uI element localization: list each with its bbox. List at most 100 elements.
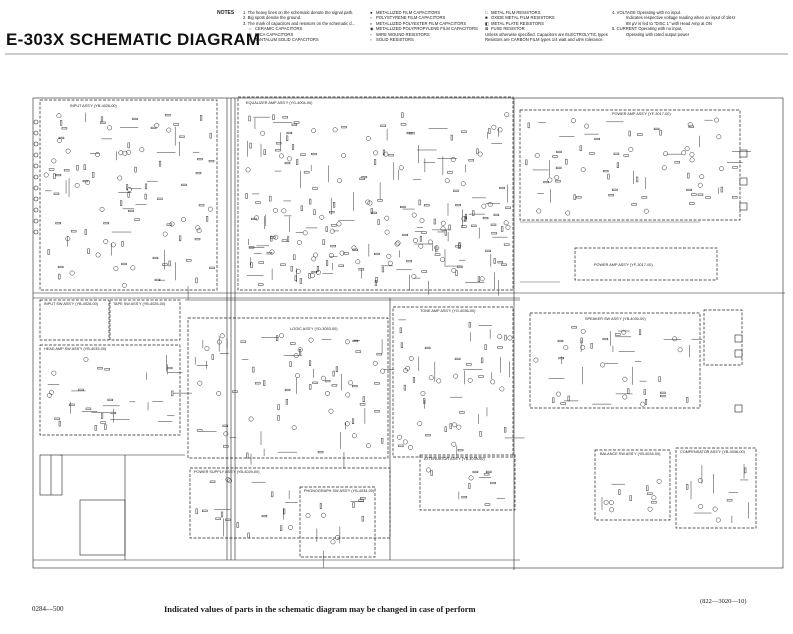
- resistor-mark: [455, 270, 458, 276]
- transistor-mark: [302, 230, 308, 236]
- resistor-mark: [493, 213, 500, 216]
- resistor-mark: [331, 224, 337, 227]
- resistor-mark: [457, 265, 463, 268]
- legend-item: FUSE RESISTOR: [491, 26, 525, 32]
- transistor-mark: [699, 174, 705, 180]
- resistor-mark: [374, 159, 377, 165]
- resistor-mark: [613, 152, 620, 155]
- transistor-mark: [453, 373, 459, 379]
- resistor-mark: [58, 273, 61, 280]
- note-item: 3. The mark of capacitors and resistors …: [243, 20, 356, 26]
- resistor-mark: [579, 145, 582, 152]
- transistor-mark: [460, 181, 466, 187]
- resistor-mark: [299, 349, 302, 355]
- transistor-mark: [281, 208, 287, 214]
- resistor-mark: [313, 209, 316, 216]
- filled-circle-icon: ●: [370, 10, 373, 15]
- transistor-mark: [337, 178, 342, 184]
- mica-symbol-icon: □: [249, 31, 252, 37]
- transistor-mark: [295, 373, 301, 379]
- resistor-mark: [220, 511, 224, 518]
- resistor-mark: [352, 502, 355, 508]
- resistor-mark: [225, 518, 231, 521]
- note-item: TANTALUM SOLID CAPACITORS: [255, 37, 319, 43]
- power-transformer: [39, 454, 126, 556]
- resistor-mark: [287, 236, 290, 242]
- transistor-mark: [403, 368, 409, 373]
- resistor-mark: [319, 503, 322, 509]
- block-outline: [574, 247, 718, 281]
- resistor-mark: [653, 127, 660, 130]
- resistor-mark: [425, 434, 431, 437]
- resistor-mark: [55, 173, 62, 177]
- legend-column-3: □METAL FILM RESISTORS ■OXIDE METAL FILM …: [485, 10, 608, 42]
- resistor-mark: [616, 162, 619, 168]
- resistor-mark: [459, 411, 465, 414]
- resistor-mark: [206, 215, 209, 222]
- resistor-mark: [284, 161, 291, 165]
- square-icon: □: [485, 10, 488, 15]
- block-outline: [187, 317, 389, 459]
- resistor-mark: [294, 275, 297, 282]
- resistor-mark: [157, 197, 163, 200]
- resistor-mark: [482, 217, 489, 220]
- resistor-mark: [87, 248, 90, 254]
- transistor-mark: [99, 206, 105, 212]
- resistor-mark: [628, 130, 631, 137]
- resistor-mark: [458, 243, 461, 249]
- resistor-mark: [127, 142, 130, 149]
- resistor-mark: [448, 224, 451, 231]
- resistor-mark: [705, 196, 711, 199]
- resistor-mark: [269, 195, 272, 202]
- transistor-mark: [419, 218, 425, 223]
- block-label: POWER SUPPLY ASS'Y (YB-4029-00): [194, 470, 260, 474]
- resistor-mark: [101, 413, 104, 419]
- transistor-mark: [373, 150, 379, 156]
- resistor-mark: [374, 280, 377, 286]
- transistor-mark: [311, 256, 317, 262]
- resistor-mark: [309, 384, 312, 390]
- resistor-mark: [589, 152, 595, 155]
- resistor-mark: [257, 283, 264, 286]
- resistor-mark: [100, 421, 106, 424]
- resistor-mark: [641, 196, 648, 199]
- resistor-mark: [686, 484, 689, 490]
- transistor-mark: [121, 282, 127, 288]
- block-outline: [675, 447, 757, 529]
- resistor-mark: [485, 470, 492, 473]
- resistor-mark: [61, 127, 68, 130]
- resistor-mark: [251, 217, 257, 221]
- block-outline: [39, 299, 110, 341]
- resistor-mark: [280, 263, 286, 266]
- block-outline: [109, 299, 181, 341]
- resistor-mark: [332, 370, 335, 377]
- resistor-mark: [351, 418, 355, 424]
- resistor-mark: [388, 154, 394, 157]
- resistor-mark: [194, 238, 201, 241]
- transistor-mark: [608, 500, 614, 506]
- block-label: EQUALIZER AMP ASS'Y (YG-4004-00): [246, 101, 313, 105]
- transistor-mark: [640, 401, 646, 407]
- transistor-mark: [556, 391, 561, 397]
- resistor-mark: [660, 395, 666, 398]
- resistor-mark: [607, 173, 610, 180]
- transistor-mark: [367, 200, 373, 206]
- transistor-mark: [580, 328, 586, 334]
- resistor-mark: [48, 168, 55, 171]
- transistor-mark: [291, 425, 297, 431]
- resistor-mark: [490, 481, 496, 485]
- transistor-mark: [83, 356, 89, 362]
- resistor-mark: [162, 263, 168, 266]
- transistor-mark: [536, 208, 542, 214]
- resistor-mark: [208, 160, 215, 163]
- cross-square-icon: ⊠: [485, 26, 489, 32]
- transistor-mark: [313, 252, 319, 258]
- resistor-mark: [58, 136, 65, 140]
- resistor-mark: [466, 363, 472, 366]
- transistor-mark: [344, 421, 350, 427]
- resistor-mark: [249, 142, 252, 149]
- transistor-mark: [656, 478, 662, 484]
- transistor-mark: [698, 504, 704, 509]
- resistor-mark: [472, 210, 475, 216]
